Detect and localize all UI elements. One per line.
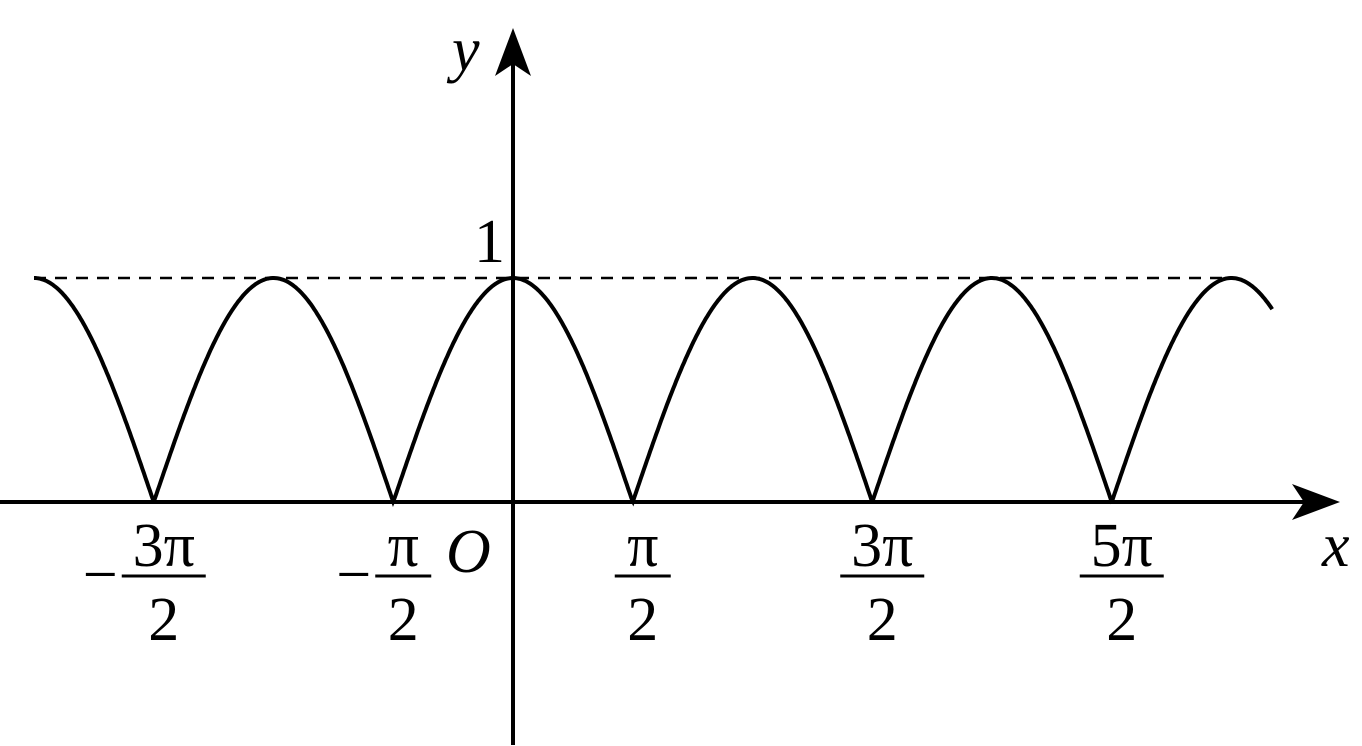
x-tick-numerator: 3π — [851, 512, 913, 580]
x-tick-denominator: 2 — [1106, 586, 1137, 654]
x-tick-denominator: 2 — [867, 586, 898, 654]
x-axis-arrow-icon — [1292, 484, 1340, 520]
x-tick-denominator: 2 — [388, 586, 419, 654]
x-tick-numerator: 3π — [133, 512, 195, 580]
x-axis-label: x — [1321, 512, 1350, 580]
y-tick-label-1: 1 — [474, 208, 505, 276]
x-tick-label: 5π2 — [1079, 512, 1164, 654]
y-axis-arrow-icon — [495, 28, 531, 76]
x-tick-label: π2− — [336, 512, 432, 654]
x-tick-minus-sign: − — [83, 541, 118, 609]
x-tick-label: 3π2− — [83, 512, 206, 654]
origin-label: O — [446, 518, 491, 586]
x-tick-numerator: π — [627, 512, 658, 580]
x-tick-denominator: 2 — [148, 586, 179, 654]
y-axis-label: y — [446, 16, 480, 84]
x-tick-label: 3π2 — [840, 512, 925, 654]
abs-cos-curve — [34, 276, 1274, 508]
x-tick-denominator: 2 — [627, 586, 658, 654]
x-tick-numerator: π — [388, 512, 419, 580]
x-tick-minus-sign: − — [336, 541, 371, 609]
x-tick-numerator: 5π — [1091, 512, 1153, 580]
x-tick-label: π2 — [614, 512, 671, 654]
